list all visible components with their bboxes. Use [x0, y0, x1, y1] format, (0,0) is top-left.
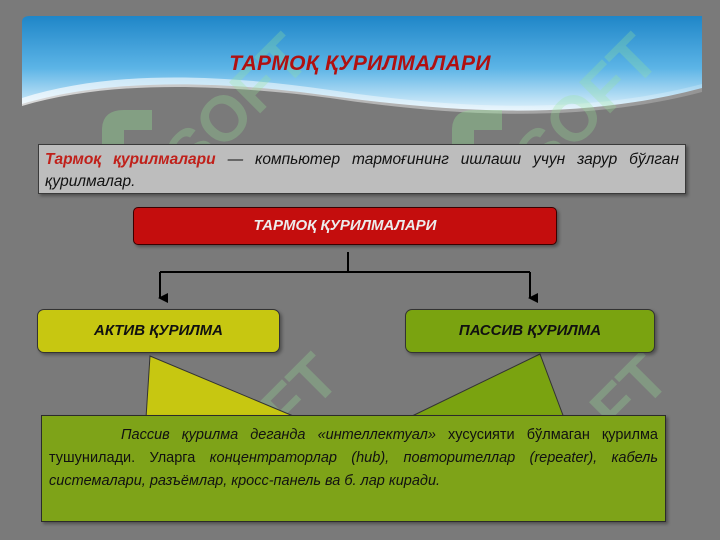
slide-title: ТАРМОҚ ҚУРИЛМАЛАРИ: [229, 52, 491, 75]
note-part-4: концентраторлар (hub), повторителлар (re…: [49, 450, 658, 489]
callout-wedge-active: [145, 355, 299, 419]
note-part-3: хусусияти бўлмаган қурилма тушунилади. У…: [49, 427, 658, 466]
root-node-network-devices: ТАРМОҚ ҚУРИЛМАЛАРИ: [133, 207, 557, 245]
note-part-2: «интеллектуал»: [317, 427, 436, 443]
header-wave: [22, 16, 702, 114]
passive-device-note: Пассив қурилма деганда «интеллектуал» ху…: [41, 415, 666, 522]
note-paragraph: Пассив қурилма деганда «интеллектуал» ху…: [49, 424, 658, 493]
node-passive-device: ПАССИВ ҚУРИЛМА: [405, 309, 655, 353]
definition-text: — компьютер тармоғининг ишлаши учун зару…: [45, 151, 679, 190]
definition-term: Тармоқ қурилмалари: [45, 151, 216, 168]
definition-box: Тармоқ қурилмалари — компьютер тармоғини…: [38, 144, 686, 194]
note-part-1: Пассив қурилма деганда: [121, 427, 318, 443]
node-active-device: АКТИВ ҚУРИЛМА: [37, 309, 280, 353]
callout-wedge-passive: [407, 353, 565, 419]
